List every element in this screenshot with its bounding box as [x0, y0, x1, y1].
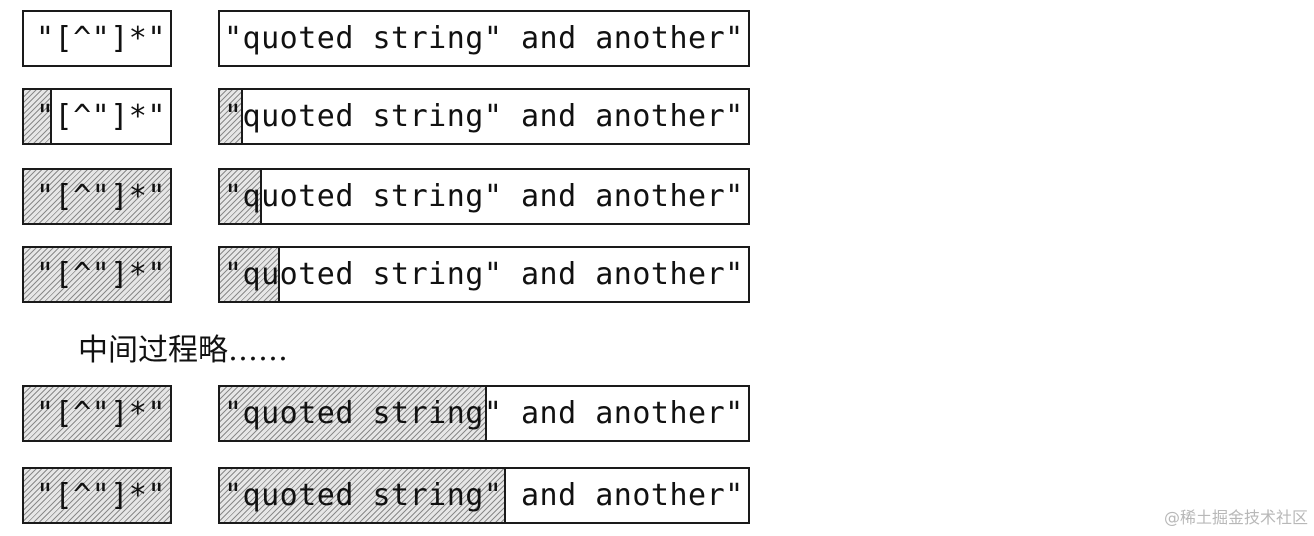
subject-string-box: "quoted string" and another" — [218, 467, 750, 524]
pattern-text: "[^"]*" — [36, 478, 166, 513]
subject-text: "quoted string" and another" — [224, 257, 744, 292]
subject-string-box: "quoted string" and another" — [218, 246, 750, 303]
pattern-box: "[^"]*" — [22, 88, 172, 145]
subject-text: "quoted string" and another" — [224, 99, 744, 134]
pattern-matched-region — [24, 170, 170, 223]
pattern-matched-region — [24, 90, 52, 143]
pattern-matched-region — [24, 469, 170, 522]
pattern-text: "[^"]*" — [36, 99, 166, 134]
pattern-text: "[^"]*" — [36, 257, 166, 292]
subject-text: "quoted string" and another" — [224, 21, 744, 56]
pattern-text: "[^"]*" — [36, 396, 166, 431]
pattern-text: "[^"]*" — [36, 21, 166, 56]
pattern-box: "[^"]*" — [22, 10, 172, 67]
subject-text: "quoted string" and another" — [224, 478, 744, 513]
pattern-box: "[^"]*" — [22, 467, 172, 524]
subject-text: "quoted string" and another" — [224, 179, 744, 214]
subject-matched-region — [220, 387, 487, 440]
pattern-box: "[^"]*" — [22, 385, 172, 442]
subject-string-box: "quoted string" and another" — [218, 168, 750, 225]
pattern-matched-region — [24, 387, 170, 440]
omitted-steps-note: 中间过程略…… — [78, 333, 288, 368]
subject-matched-region — [220, 90, 243, 143]
subject-matched-region — [220, 469, 506, 522]
subject-string-box: "quoted string" and another" — [218, 88, 750, 145]
pattern-matched-region — [24, 248, 170, 301]
subject-matched-region — [220, 170, 262, 223]
subject-string-box: "quoted string" and another" — [218, 10, 750, 67]
pattern-box: "[^"]*" — [22, 168, 172, 225]
subject-matched-region — [220, 248, 280, 301]
watermark: @稀土掘金技术社区 — [1163, 508, 1308, 527]
subject-string-box: "quoted string" and another" — [218, 385, 750, 442]
pattern-text: "[^"]*" — [36, 179, 166, 214]
subject-text: "quoted string" and another" — [224, 396, 744, 431]
pattern-box: "[^"]*" — [22, 246, 172, 303]
